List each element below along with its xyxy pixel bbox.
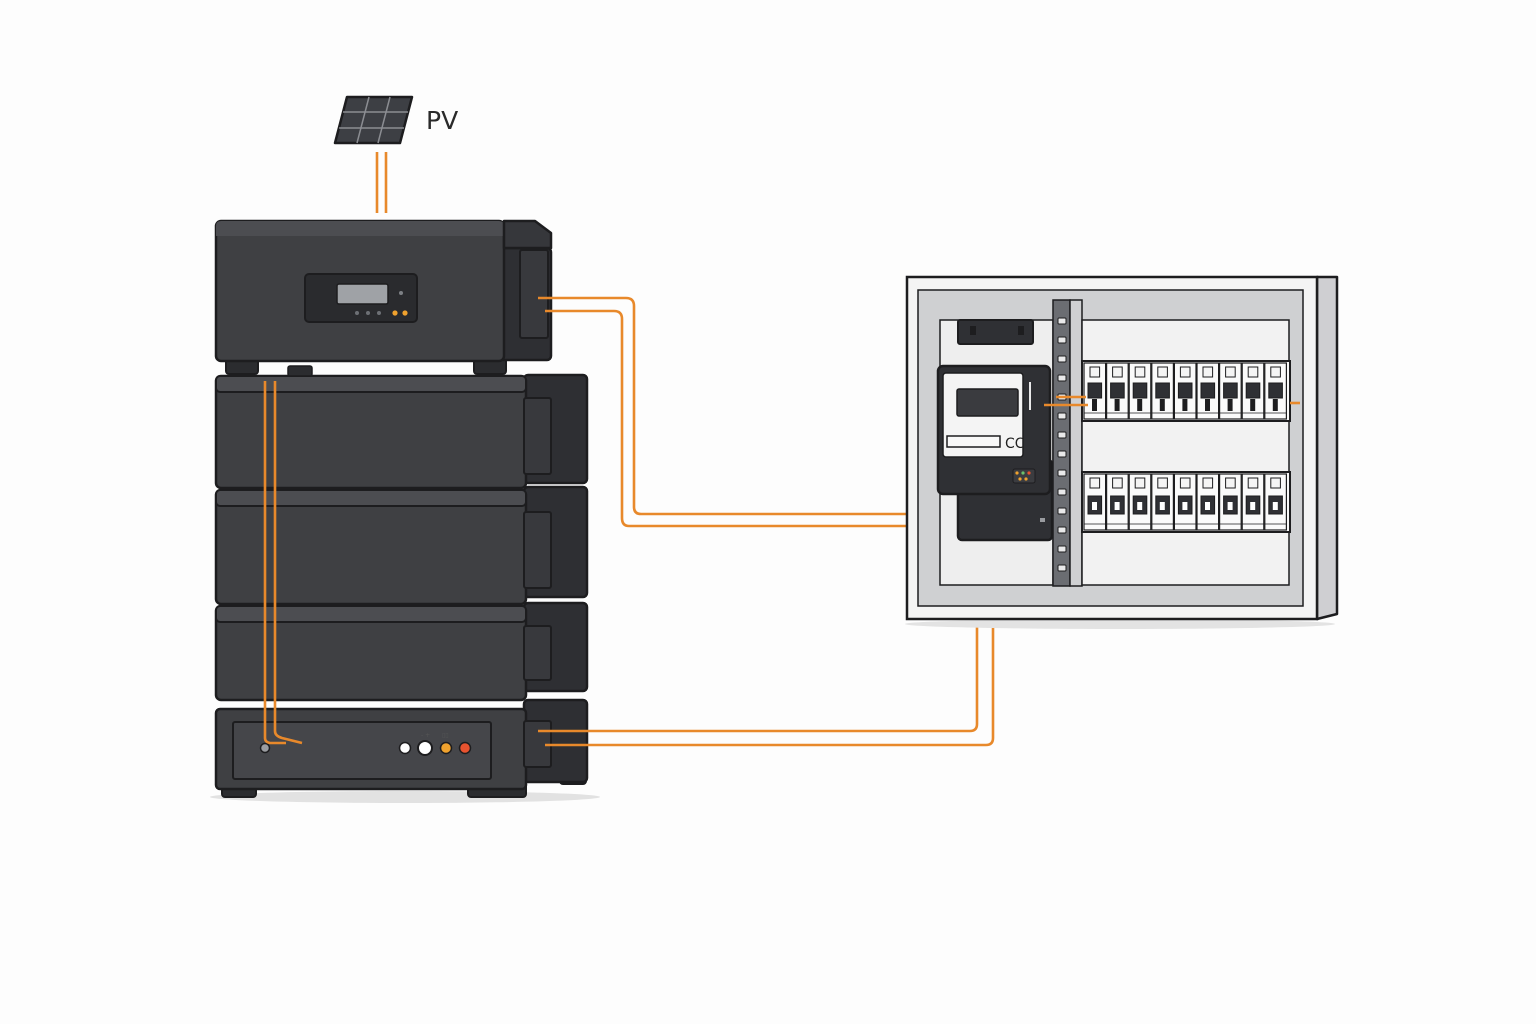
circuit-breaker[interactable] — [1105, 362, 1129, 420]
meter-display — [956, 388, 1019, 417]
power-button[interactable] — [417, 740, 433, 756]
energy-meter: CC — [936, 364, 1054, 542]
breaker-row-2 — [1081, 471, 1291, 533]
circuit-breaker[interactable] — [1196, 473, 1220, 531]
circuit-breaker[interactable] — [1083, 473, 1107, 531]
circuit-breaker[interactable] — [1264, 473, 1288, 531]
indicator-led-orange — [439, 741, 453, 755]
circuit-breaker[interactable] — [1218, 473, 1242, 531]
din-rail-slots — [1057, 317, 1067, 572]
circuit-breaker[interactable] — [1173, 362, 1197, 420]
svg-text:▯▯: ▯▯ — [442, 732, 449, 739]
pv-cable — [375, 152, 388, 213]
circuit-breaker[interactable] — [1105, 473, 1129, 531]
circuit-breaker[interactable] — [1083, 362, 1107, 420]
circuit-breaker[interactable] — [1241, 362, 1265, 420]
circuit-breaker[interactable] — [1128, 362, 1152, 420]
inverter-display — [336, 283, 389, 305]
hybrid-inverter — [214, 219, 553, 363]
circuit-breaker[interactable] — [1151, 362, 1175, 420]
circuit-breaker[interactable] — [1173, 473, 1197, 531]
pv-label: PV — [426, 106, 458, 135]
circuit-breaker[interactable] — [1196, 362, 1220, 420]
circuit-breaker[interactable] — [1151, 473, 1175, 531]
battery-module-2 — [214, 485, 589, 606]
battery-module-3 — [214, 601, 589, 702]
distribution-board: CC — [905, 275, 1339, 629]
internal-cable — [263, 381, 303, 745]
breaker-row-1 — [1081, 360, 1291, 422]
indicator-led-red — [458, 741, 472, 755]
circuit-breaker[interactable] — [1218, 362, 1242, 420]
solar-panel-icon — [333, 95, 414, 145]
panel-internal-cable — [1044, 395, 1300, 407]
meter-marking: CC — [1005, 436, 1025, 452]
circuit-breaker[interactable] — [1128, 473, 1152, 531]
terminal-block — [957, 319, 1034, 345]
battery-stack: - + ▯▯ — [210, 219, 600, 803]
circuit-breaker[interactable] — [1264, 362, 1288, 420]
indicator-led-white — [398, 741, 412, 755]
circuit-breaker[interactable] — [1241, 473, 1265, 531]
svg-text:- +: - + — [421, 732, 430, 739]
grid-connection-cable — [538, 622, 995, 747]
battery-module-1 — [214, 373, 589, 490]
base-unit: - + ▯▯ — [214, 698, 589, 791]
